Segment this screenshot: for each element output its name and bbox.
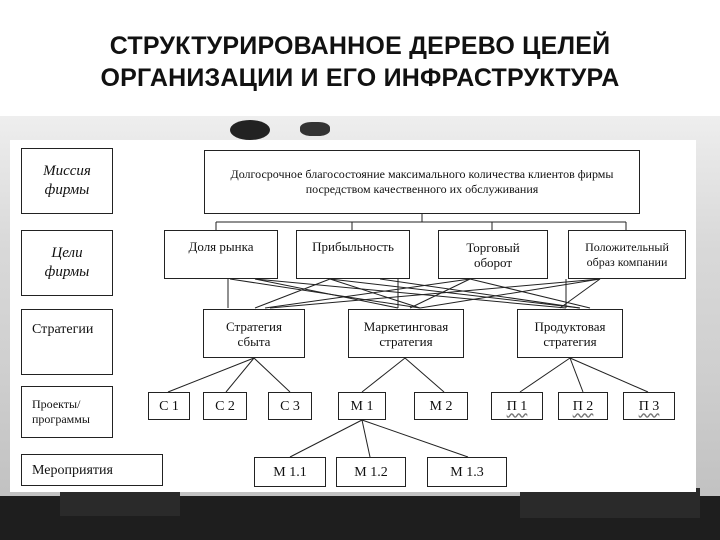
project-p1-label: П 1 bbox=[506, 398, 528, 414]
mission-line1: Долгосрочное благосостояние максимальног… bbox=[230, 167, 614, 181]
goal-image: Положительный образ компании bbox=[568, 230, 686, 279]
title-line-2: ОРГАНИЗАЦИИ И ЕГО ИНФРАСТРУКТУРА bbox=[100, 64, 620, 92]
project-c3: С 3 bbox=[268, 392, 312, 420]
level-projects-line2: программы bbox=[32, 412, 90, 426]
level-mission-line2: фирмы bbox=[44, 182, 90, 198]
goal-image-line1: Положительный bbox=[585, 239, 669, 254]
level-projects-line1: Проекты/ bbox=[32, 397, 81, 411]
title-line-1: СТРУКТУРИРОВАННОЕ ДЕРЕВО ЦЕЛЕЙ bbox=[109, 32, 611, 60]
project-m2-label: М 2 bbox=[429, 398, 453, 414]
level-mission: Миссия фирмы bbox=[21, 148, 113, 214]
mission-box: Долгосрочное благосостояние максимальног… bbox=[204, 150, 640, 214]
project-c2: С 2 bbox=[203, 392, 247, 420]
activity-m13-label: М 1.3 bbox=[450, 464, 484, 480]
project-c3-label: С 3 bbox=[280, 398, 300, 414]
project-m1: М 1 bbox=[338, 392, 386, 420]
goal-image-line2: образ компании bbox=[586, 254, 668, 269]
level-activities-label: Мероприятия bbox=[32, 462, 113, 478]
project-m2: М 2 bbox=[414, 392, 468, 420]
goal-turnover: Торговый оборот bbox=[438, 230, 548, 279]
level-mission-line1: Миссия bbox=[43, 163, 91, 179]
project-p3-label: П 3 bbox=[638, 398, 660, 414]
level-strategies-label: Стратегии bbox=[32, 322, 94, 337]
activity-m13: М 1.3 bbox=[427, 457, 507, 487]
level-projects: Проекты/ программы bbox=[21, 386, 113, 438]
mission-line2: посредством качественного их обслуживани… bbox=[305, 182, 539, 196]
project-c1-label: С 1 bbox=[159, 398, 179, 414]
project-c1: С 1 bbox=[148, 392, 190, 420]
goal-market-share: Доля рынка bbox=[164, 230, 278, 279]
level-strategies: Стратегии bbox=[21, 309, 113, 375]
goal-turnover-line1: Торговый bbox=[466, 239, 520, 255]
goal-turnover-line2: оборот bbox=[473, 254, 513, 270]
title-band bbox=[0, 0, 720, 116]
project-c2-label: С 2 bbox=[215, 398, 235, 414]
goal-profitability: Прибыльность bbox=[296, 230, 410, 279]
activity-m12: М 1.2 bbox=[336, 457, 406, 487]
level-goals-line2: фирмы bbox=[44, 264, 90, 280]
activity-m12-label: М 1.2 bbox=[354, 464, 388, 480]
project-m1-label: М 1 bbox=[350, 398, 374, 414]
level-goals: Цели фирмы bbox=[21, 230, 113, 296]
project-p2: П 2 bbox=[558, 392, 608, 420]
strategy-sales-line2: сбыта bbox=[237, 333, 271, 349]
goal-profitability-label: Прибыльность bbox=[312, 239, 394, 254]
project-p3: П 3 bbox=[623, 392, 675, 420]
level-activities: Мероприятия bbox=[21, 454, 163, 486]
activity-m11: М 1.1 bbox=[254, 457, 326, 487]
strategy-sales-line1: Стратегия bbox=[226, 318, 282, 334]
project-p1: П 1 bbox=[491, 392, 543, 420]
strategy-marketing-line1: Маркетинговая bbox=[363, 318, 449, 334]
level-goals-line1: Цели bbox=[51, 245, 83, 261]
activity-m11-label: М 1.1 bbox=[273, 464, 307, 480]
slide-title: СТРУКТУРИРОВАННОЕ ДЕРЕВО ЦЕЛЕЙ ОРГАНИЗАЦ… bbox=[0, 30, 720, 94]
strategy-marketing-line2: стратегия bbox=[379, 333, 433, 349]
project-p2-label: П 2 bbox=[572, 398, 594, 414]
strategy-product-line1: Продуктовая bbox=[534, 318, 606, 334]
strategy-marketing: Маркетинговая стратегия bbox=[348, 309, 464, 358]
strategy-sales: Стратегия сбыта bbox=[203, 309, 305, 358]
goal-market-share-label: Доля рынка bbox=[188, 239, 254, 254]
strategy-product-line2: стратегия bbox=[543, 333, 597, 349]
strategy-product: Продуктовая стратегия bbox=[517, 309, 623, 358]
